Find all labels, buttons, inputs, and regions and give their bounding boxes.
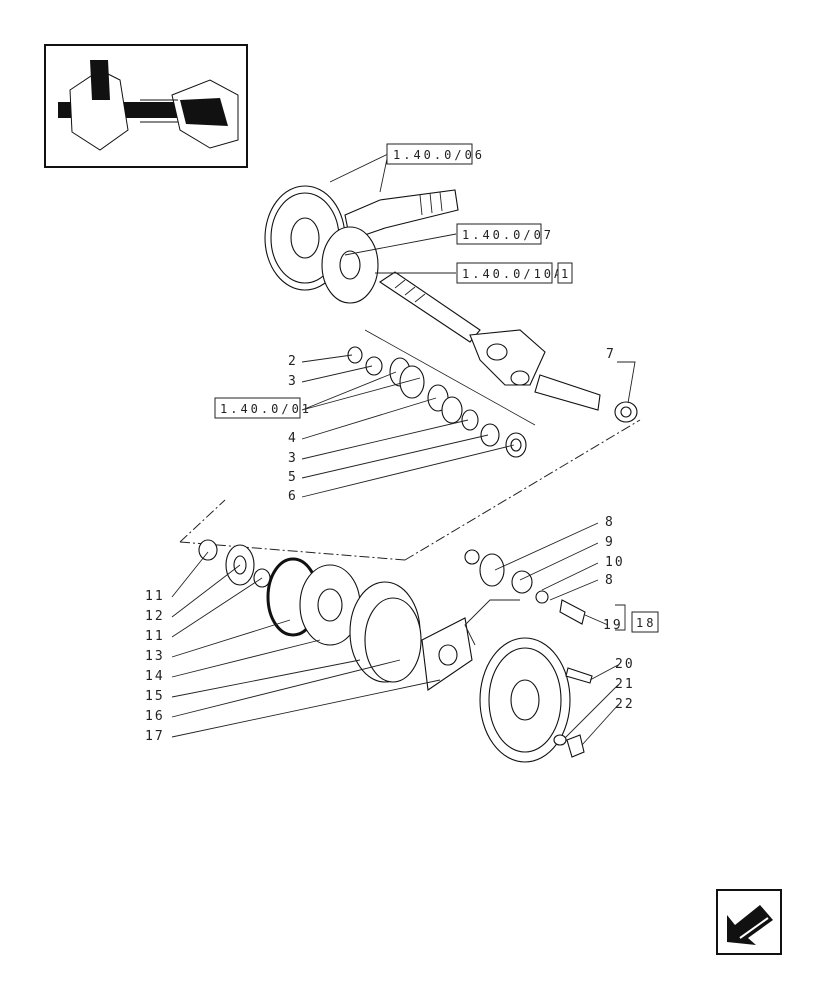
hub-flange (479, 637, 593, 763)
callout-11a: 11 (145, 589, 165, 604)
ref-box-3[interactable]: 1.40.0/10A 1 (456, 262, 573, 284)
back-arrow-icon[interactable] (716, 889, 782, 955)
guide-line (364, 329, 536, 426)
callout-6: 6 (288, 489, 298, 504)
callout-2: 2 (288, 354, 298, 369)
callout-17: 17 (145, 729, 165, 744)
ref-label-2: 1.40.0/07 (462, 228, 554, 242)
satellite-assembly (464, 549, 586, 625)
callout-22: 22 (615, 697, 635, 712)
ref-label-18: 18 (636, 616, 656, 630)
callout-13: 13 (145, 649, 165, 664)
washer-7 (614, 401, 638, 423)
ref-box-2[interactable]: 1.40.0/07 (456, 223, 554, 245)
leader-lines (171, 153, 636, 746)
ref-box-18[interactable]: 18 (631, 611, 659, 633)
assembly-boundary (179, 419, 641, 561)
callout-3a: 3 (288, 374, 298, 389)
planet-gear-set (198, 539, 473, 691)
callout-10: 10 (605, 555, 625, 570)
callout-19: 19 (603, 618, 623, 633)
axle-thumbnail[interactable] (44, 44, 248, 168)
callout-8b: 8 (605, 573, 615, 588)
ref-label-4: 1.40.0/01 (220, 402, 312, 416)
callout-14: 14 (145, 669, 165, 684)
callout-9: 9 (605, 535, 615, 550)
ref-label-3b: 1 (561, 267, 571, 281)
ref-box-4[interactable]: 1.40.0/01 (214, 397, 312, 419)
callout-11b: 11 (145, 629, 165, 644)
output-shaft (379, 271, 601, 411)
bearing-stack (347, 346, 527, 458)
callout-16: 16 (145, 709, 165, 724)
callout-4: 4 (288, 431, 298, 446)
ref-box-1[interactable]: 1.40.0/06 (386, 143, 485, 165)
differential-cage (321, 226, 379, 304)
callout-labels: 2 3 4 3 5 6 7 8 9 10 8 19 11 12 11 13 14… (145, 347, 635, 744)
callout-7: 7 (606, 347, 616, 362)
callout-12: 12 (145, 609, 165, 624)
callout-5: 5 (288, 470, 298, 485)
callout-20: 20 (615, 657, 635, 672)
callout-8a: 8 (605, 515, 615, 530)
callout-3b: 3 (288, 451, 298, 466)
ref-label-3: 1.40.0/10A (462, 267, 564, 281)
callout-15: 15 (145, 689, 165, 704)
callout-21: 21 (615, 677, 635, 692)
ref-label-1: 1.40.0/06 (393, 148, 485, 162)
